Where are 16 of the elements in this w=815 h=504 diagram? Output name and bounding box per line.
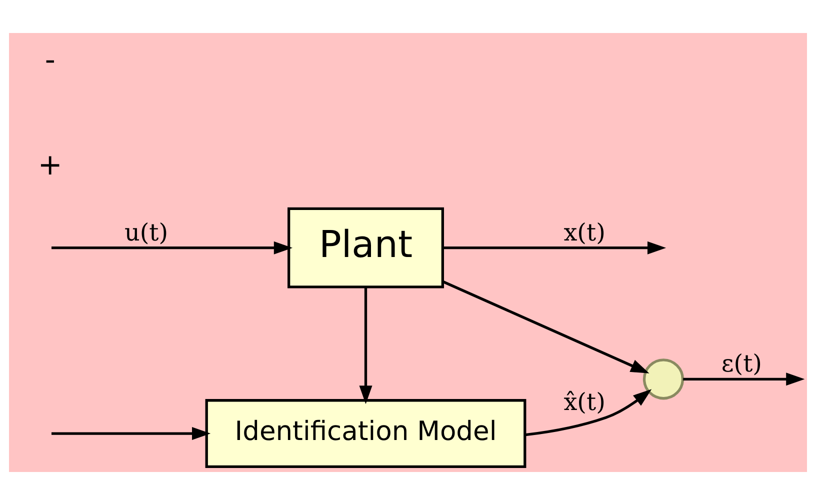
label: - [44, 42, 55, 76]
arrow [524, 388, 652, 436]
arrow [442, 280, 649, 373]
arrow [442, 240, 666, 254]
edge-label: ε(t) [720, 349, 762, 378]
node-box: Identification Model [204, 398, 526, 468]
edge-label: u(t) [124, 218, 168, 246]
node-box: Plant [287, 206, 444, 288]
node-circle [642, 358, 684, 400]
arrow [51, 426, 210, 440]
label: + [37, 146, 62, 181]
arrow [682, 372, 804, 386]
arrow [51, 240, 292, 254]
edge-label: x(t) [563, 218, 605, 246]
arrow [358, 286, 372, 404]
edge-label: x̂(t) [563, 388, 605, 416]
